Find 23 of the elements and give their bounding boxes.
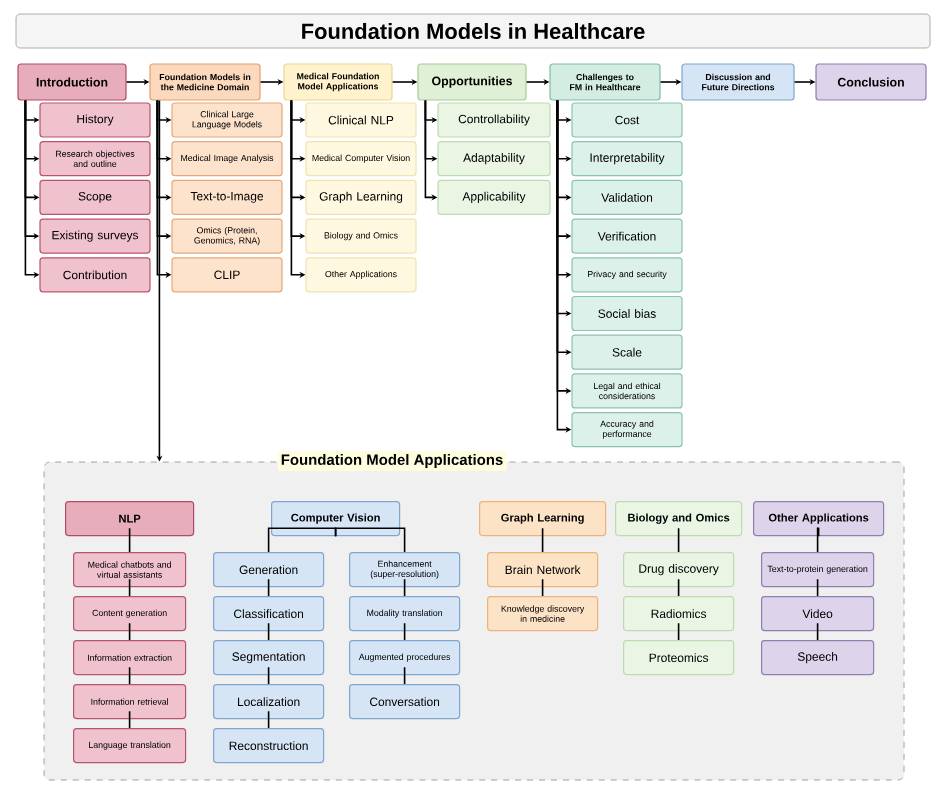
connector-line — [541, 527, 544, 553]
connector-line — [128, 578, 131, 597]
connector-line — [541, 578, 544, 597]
connector-line — [128, 710, 131, 729]
connector-line — [128, 622, 131, 641]
connector-line — [677, 622, 680, 641]
connector-line — [403, 622, 406, 641]
connector-line — [403, 578, 406, 597]
title-banner: Foundation Models in Healthcare — [15, 13, 931, 49]
connector-line — [267, 710, 270, 729]
connector-line — [128, 666, 131, 685]
connector-line — [128, 527, 131, 553]
connector-line — [677, 527, 680, 553]
connector-line — [334, 527, 406, 553]
connector-line — [677, 578, 680, 597]
connector-line — [816, 622, 819, 641]
connector-line — [816, 527, 820, 553]
connector-line — [816, 578, 819, 597]
connector-line — [267, 578, 270, 597]
connector-line — [267, 622, 270, 641]
connector-line — [267, 666, 270, 685]
connector-line — [403, 666, 406, 685]
connector-line — [267, 527, 337, 553]
